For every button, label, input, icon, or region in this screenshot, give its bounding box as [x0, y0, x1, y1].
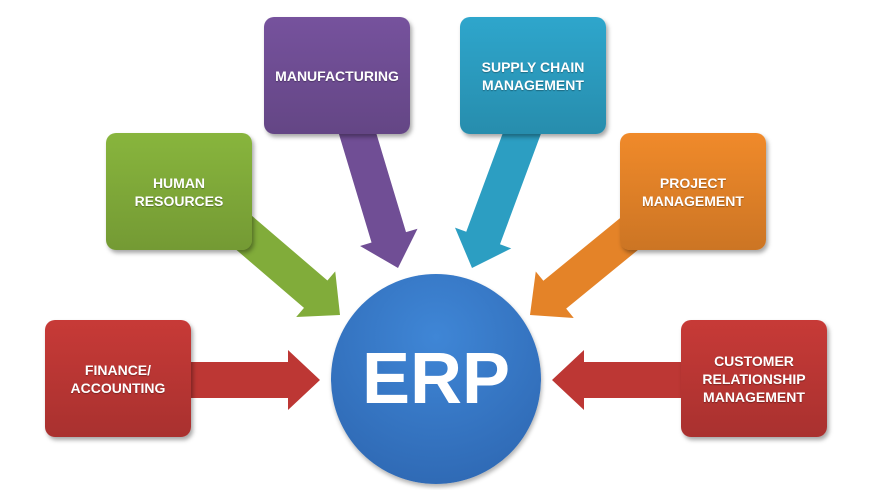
arrow-scm: [454, 118, 542, 268]
arrow-hr: [223, 211, 340, 317]
module-box-crm: CUSTOMER RELATIONSHIP MANAGEMENT: [681, 320, 827, 437]
module-box-manufacturing: MANUFACTURING: [264, 17, 410, 134]
arrow-crm: [552, 350, 690, 410]
arrow-finance: [180, 350, 320, 410]
erp-circle: ERP: [331, 274, 541, 484]
module-box-human-resources: HUMAN RESOURCES: [106, 133, 252, 250]
module-box-project-management: PROJECT MANAGEMENT: [620, 133, 766, 250]
module-box-finance: FINANCE/ ACCOUNTING: [45, 320, 191, 437]
module-box-supply-chain: SUPPLY CHAIN MANAGEMENT: [460, 17, 606, 134]
arrow-manufacturing: [337, 119, 418, 268]
